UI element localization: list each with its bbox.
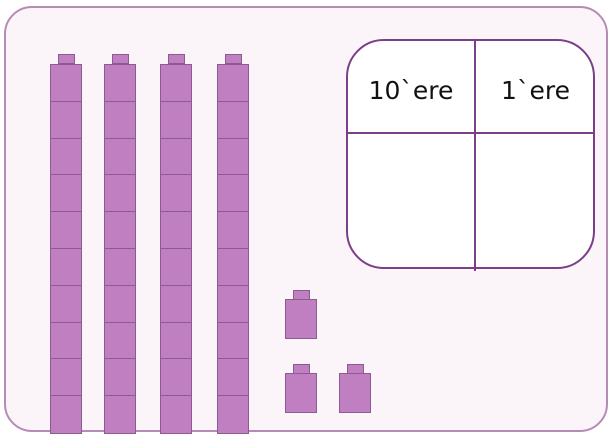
cube-divider (218, 248, 248, 249)
cube-divider (105, 138, 135, 139)
unit-cube[interactable] (285, 364, 317, 415)
column-divider (474, 39, 476, 271)
cube-divider (218, 211, 248, 212)
unit-cube-body (285, 373, 317, 413)
cube-divider (161, 248, 191, 249)
cube-divider (51, 248, 81, 249)
cube-divider (51, 101, 81, 102)
cube-divider (218, 138, 248, 139)
cube-divider (105, 174, 135, 175)
cube-divider (218, 395, 248, 396)
ten-rod[interactable] (50, 54, 82, 434)
cube-divider (51, 138, 81, 139)
cube-divider (161, 285, 191, 286)
cube-divider (218, 174, 248, 175)
cube-divider (161, 322, 191, 323)
ones-column-header: 1`ere (476, 71, 595, 111)
unit-cube-body (339, 373, 371, 413)
ten-rod[interactable] (217, 54, 249, 434)
cube-divider (218, 322, 248, 323)
cube-divider (51, 395, 81, 396)
cube-divider (161, 395, 191, 396)
rod-cap (112, 54, 129, 64)
header-divider (346, 132, 595, 134)
unit-cube-body (285, 299, 317, 339)
ten-rod[interactable] (160, 54, 192, 434)
cube-divider (51, 358, 81, 359)
cube-divider (51, 211, 81, 212)
place-value-table: 10`ere 1`ere (346, 39, 595, 269)
cube-divider (161, 358, 191, 359)
cube-divider (105, 211, 135, 212)
cube-divider (105, 358, 135, 359)
cube-divider (218, 285, 248, 286)
cube-divider (161, 101, 191, 102)
cube-divider (51, 285, 81, 286)
cube-divider (161, 174, 191, 175)
rod-cap (225, 54, 242, 64)
cube-divider (161, 211, 191, 212)
cube-divider (105, 285, 135, 286)
unit-cube[interactable] (339, 364, 371, 415)
cube-divider (105, 248, 135, 249)
cube-divider (105, 322, 135, 323)
ten-rod[interactable] (104, 54, 136, 434)
cube-divider (218, 358, 248, 359)
cube-divider (161, 138, 191, 139)
rod-body (160, 64, 192, 434)
rod-cap (58, 54, 75, 64)
cube-divider (105, 395, 135, 396)
rod-body (217, 64, 249, 434)
card-background: 10`ere 1`ere (4, 6, 608, 432)
rod-body (104, 64, 136, 434)
cube-divider (51, 174, 81, 175)
cube-divider (105, 101, 135, 102)
tens-column-header: 10`ere (348, 71, 474, 111)
cube-divider (51, 322, 81, 323)
cube-divider (218, 101, 248, 102)
rod-cap (168, 54, 185, 64)
unit-cube[interactable] (285, 290, 317, 341)
rod-body (50, 64, 82, 434)
